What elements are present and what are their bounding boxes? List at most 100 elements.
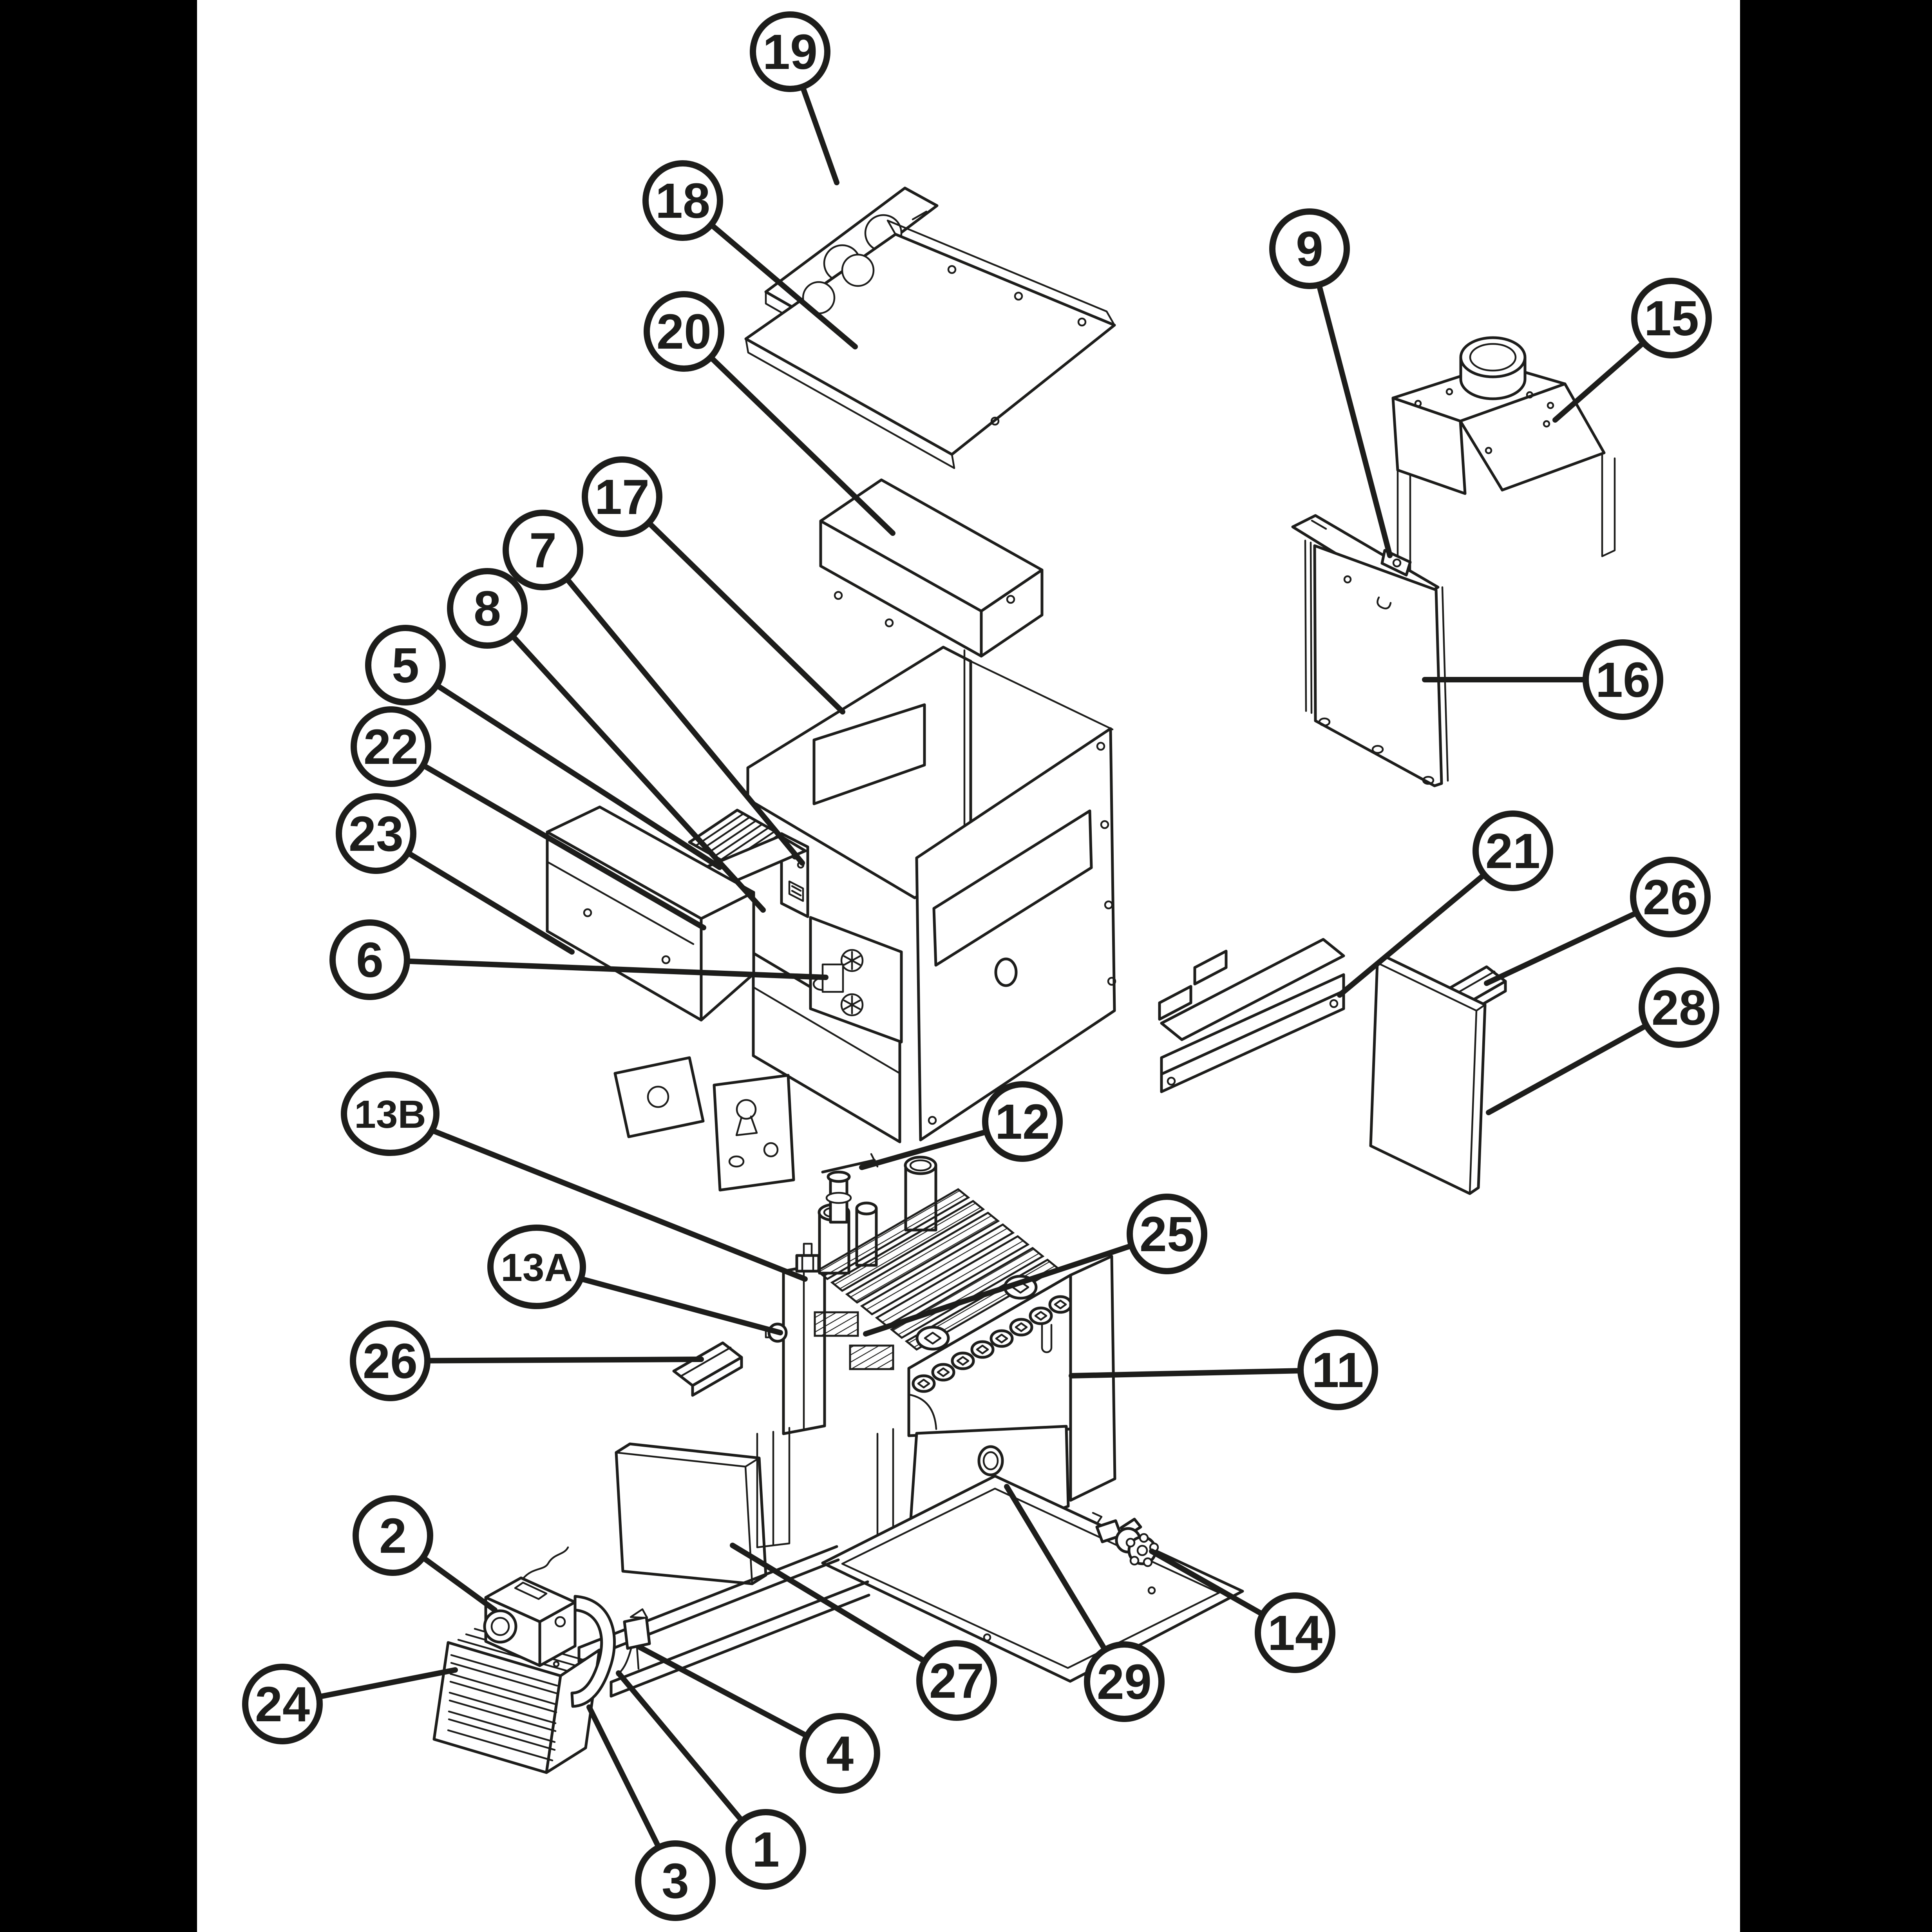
callout-label: 16 <box>1596 652 1650 707</box>
part-vent-hood-15 <box>1391 336 1616 586</box>
callout-13A: 13A <box>487 1225 586 1309</box>
callout-26: 26 <box>1630 857 1711 937</box>
right-letterbox-bar <box>1740 0 1932 1932</box>
callout-26: 26 <box>350 1321 431 1401</box>
callout-label: 2 <box>379 1508 407 1563</box>
part-top-panel-18 <box>744 219 1116 469</box>
callout-bubble <box>1255 1592 1335 1673</box>
callout-label: 18 <box>655 173 710 228</box>
part-insulation-panel-27 <box>615 1442 767 1585</box>
callout-13B: 13B <box>341 1071 440 1156</box>
leader-line-5 <box>403 662 722 870</box>
callout-label: 14 <box>1268 1605 1322 1661</box>
callout-21: 21 <box>1473 810 1553 891</box>
leader-line-7 <box>540 547 805 866</box>
callout-label: 6 <box>356 932 384 988</box>
callout-9: 9 <box>1269 208 1350 289</box>
callout-7: 7 <box>503 510 583 590</box>
callout-24: 24 <box>242 1664 323 1744</box>
callout-28: 28 <box>1639 967 1719 1048</box>
callout-2: 2 <box>353 1495 433 1576</box>
callout-label: 5 <box>392 638 419 693</box>
callout-20: 20 <box>644 291 724 372</box>
callout-label: 7 <box>529 523 557 578</box>
callout-25: 25 <box>1127 1194 1207 1274</box>
leader-line-17 <box>619 494 845 715</box>
callout-bubble <box>365 625 446 706</box>
part-burner-access-box-20 <box>819 478 1044 658</box>
callout-14: 14 <box>1255 1592 1335 1673</box>
callout-bubble <box>982 1081 1063 1162</box>
part-base-assembly-29 <box>577 1474 1244 1698</box>
callout-label: 24 <box>255 1677 310 1732</box>
leader-line-6 <box>367 957 829 980</box>
part-burner-and-gas-valve <box>432 1546 651 1774</box>
callout-label: 19 <box>763 24 818 80</box>
callout-bubble <box>341 1071 440 1156</box>
callout-label: 13A <box>501 1246 572 1290</box>
leader-line-8 <box>485 606 766 913</box>
callout-bubble <box>487 1225 586 1309</box>
callout-bubble <box>350 1321 431 1401</box>
callout-label: 1 <box>752 1822 780 1877</box>
callout-bubble <box>353 1495 433 1576</box>
callout-label: 26 <box>1643 870 1698 925</box>
callout-bubble <box>750 11 830 92</box>
callout-label: 15 <box>1644 291 1699 346</box>
callout-bubble <box>1583 639 1663 720</box>
part-top-flue-baffle-19 <box>764 186 939 323</box>
callout-1: 1 <box>725 1809 806 1890</box>
callout-bubble <box>242 1664 323 1744</box>
part-insulation-panel-28 <box>1369 955 1487 1195</box>
callout-22: 22 <box>351 706 431 787</box>
callout-label: 13B <box>354 1093 426 1136</box>
callout-6: 6 <box>329 919 410 1000</box>
part-vestibule-rear-plates <box>613 1056 795 1192</box>
callout-bubble <box>336 793 416 874</box>
callout-18: 18 <box>642 160 723 241</box>
callout-bubble <box>800 1713 880 1794</box>
leader-line-9 <box>1307 246 1393 558</box>
callout-bubble <box>1639 967 1719 1048</box>
callout-bubble <box>1297 1330 1378 1410</box>
callout-15: 15 <box>1631 278 1712 358</box>
callout-bubble <box>635 1840 716 1921</box>
callout-label: 4 <box>826 1726 854 1781</box>
callout-label: 9 <box>1296 221 1323 277</box>
leader-line-22 <box>388 744 706 930</box>
callout-label: 27 <box>929 1653 984 1708</box>
callout-label: 20 <box>657 304 711 359</box>
callout-bubble <box>642 160 723 241</box>
callout-label: 26 <box>363 1333 418 1389</box>
callout-bubble <box>1630 857 1711 937</box>
callout-label: 11 <box>1312 1342 1364 1398</box>
part-drain-valve-14 <box>1095 1518 1159 1567</box>
callout-bubble <box>1473 810 1553 891</box>
callout-bubble <box>1127 1194 1207 1274</box>
callout-bubble <box>329 919 410 1000</box>
part-tie-rail-21 <box>1158 938 1345 1093</box>
callout-12: 12 <box>982 1081 1063 1162</box>
callout-label: 3 <box>662 1853 689 1908</box>
callout-3: 3 <box>635 1840 716 1921</box>
callout-5: 5 <box>365 625 446 706</box>
callout-label: 29 <box>1097 1654 1152 1709</box>
callout-label: 17 <box>595 469 649 525</box>
callout-bubble <box>725 1809 806 1890</box>
callout-label: 12 <box>995 1094 1050 1149</box>
callout-bubble <box>351 706 431 787</box>
callout-bubble <box>1269 208 1350 289</box>
part-retainer-clip-26-left <box>672 1341 743 1397</box>
leader-line-11 <box>1069 1367 1340 1378</box>
callout-label: 22 <box>364 719 418 774</box>
callout-8: 8 <box>447 568 528 649</box>
left-letterbox-bar <box>0 0 197 1932</box>
rollout-switch-6 <box>821 963 844 993</box>
callout-bubble <box>1631 278 1712 358</box>
callout-16: 16 <box>1583 639 1663 720</box>
leader-line-25 <box>863 1231 1170 1337</box>
leader-line-20 <box>681 329 895 536</box>
callout-bubble <box>582 456 662 537</box>
callout-label: 8 <box>474 581 501 636</box>
